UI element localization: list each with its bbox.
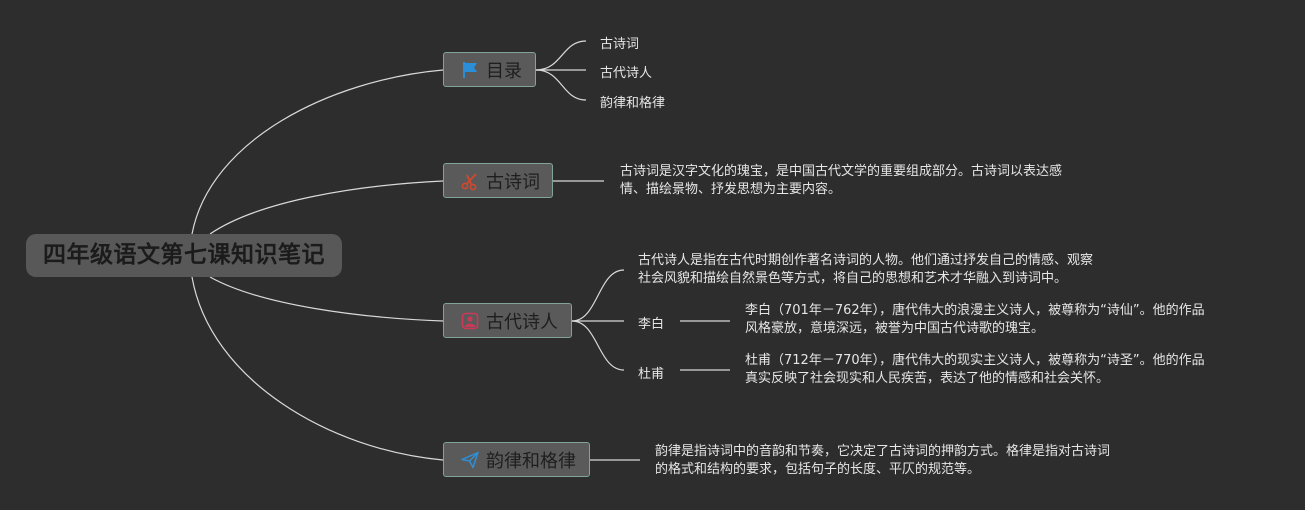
connector-poets-dufu — [571, 320, 625, 371]
dufu-desc-line: 杜甫（712年－770年），唐代伟大的现实主义诗人，被尊称为“诗圣”。他的作品 — [745, 353, 1205, 368]
topic-rhythm[interactable]: 韵律和格律 — [443, 442, 590, 477]
libai-description: 李白（701年－762年），唐代伟大的浪漫主义诗人，被尊称为“诗仙”。他的作品 … — [745, 302, 1205, 338]
connector-root-rhythm — [191, 276, 444, 461]
toc-item-poetry[interactable]: 古诗词 — [600, 37, 640, 52]
topic-poetry-label: 古诗词 — [486, 171, 540, 193]
poetry-description: 古诗词是汉字文化的瑰宝，是中国古代文学的重要组成部分。古诗词以表达感 情、描绘景… — [620, 163, 1062, 199]
connector-root-poetry — [209, 180, 444, 235]
rhythm-desc-line: 的格式和结构的要求，包括句子的长度、平仄的规范等。 — [655, 462, 981, 477]
toc-item-poets[interactable]: 古代诗人 — [600, 66, 653, 81]
poet-dufu[interactable]: 杜甫 — [638, 367, 665, 382]
dufu-desc-line: 真实反映了社会现实和人民疾苦，表达了他的情感和社会关怀。 — [745, 371, 1110, 386]
connector-root-toc — [191, 69, 444, 235]
topic-poets[interactable]: 古代诗人 — [443, 303, 572, 338]
poetry-desc-line: 古诗词是汉字文化的瑰宝，是中国古代文学的重要组成部分。古诗词以表达感 — [620, 164, 1063, 179]
poets-desc-line: 古代诗人是指在古代时期创作著名诗词的人物。他们通过抒发自己的情感、观察 — [638, 253, 1094, 268]
topic-toc[interactable]: 目录 — [443, 52, 536, 87]
dufu-description: 杜甫（712年－770年），唐代伟大的现实主义诗人，被尊称为“诗圣”。他的作品 … — [745, 352, 1205, 388]
flag-icon — [460, 60, 480, 80]
poets-desc-line: 社会风貌和描绘自然景色等方式，将自己的思想和艺术才华融入到诗词中。 — [638, 271, 1068, 286]
scissors-icon — [460, 171, 480, 191]
topic-poetry[interactable]: 古诗词 — [443, 163, 553, 198]
topic-toc-label: 目录 — [486, 60, 522, 82]
paper-plane-icon — [460, 450, 480, 470]
poets-description: 古代诗人是指在古代时期创作著名诗词的人物。他们通过抒发自己的情感、观察 社会风貌… — [638, 252, 1093, 288]
topic-poets-label: 古代诗人 — [486, 311, 558, 333]
toc-item-rhythm[interactable]: 韵律和格律 — [600, 96, 666, 111]
portrait-icon — [460, 311, 480, 331]
libai-desc-line: 风格豪放，意境深远，被誉为中国古代诗歌的瑰宝。 — [745, 321, 1045, 336]
connector-poets-desc — [571, 269, 625, 322]
libai-desc-line: 李白（701年－762年），唐代伟大的浪漫主义诗人，被尊称为“诗仙”。他的作品 — [745, 303, 1205, 318]
topic-rhythm-label: 韵律和格律 — [486, 450, 576, 472]
rhythm-desc-line: 韵律是指诗词中的音韵和节奏，它决定了古诗词的押韵方式。格律是指对古诗词 — [655, 444, 1111, 459]
connector-root-poets — [209, 276, 444, 322]
connector-toc-item-1 — [535, 40, 587, 71]
connector-toc-item-3 — [535, 69, 587, 101]
rhythm-description: 韵律是指诗词中的音韵和节奏，它决定了古诗词的押韵方式。格律是指对古诗词 的格式和… — [655, 443, 1110, 479]
poet-libai[interactable]: 李白 — [638, 317, 665, 332]
poetry-desc-line: 情、描绘景物、抒发思想为主要内容。 — [620, 182, 842, 197]
root-topic[interactable]: 四年级语文第七课知识笔记 — [26, 234, 342, 277]
